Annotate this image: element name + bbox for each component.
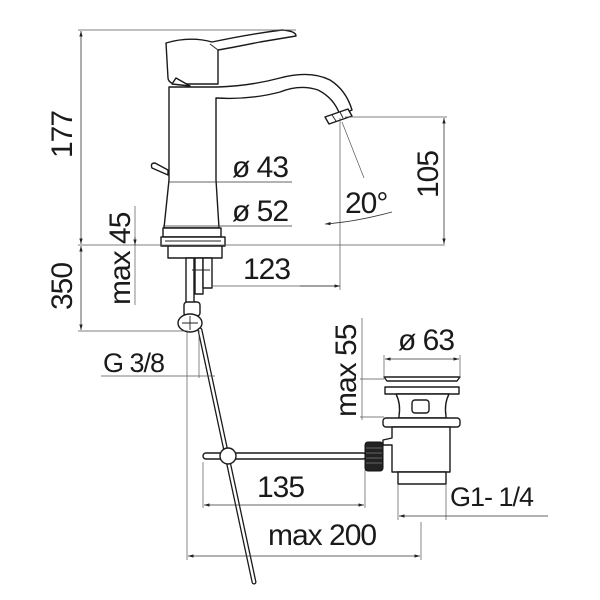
label-waste-thread: G1- 1/4: [450, 482, 534, 512]
label-max-deck-thickness: max 45: [104, 212, 137, 305]
aerator-line: [331, 114, 337, 122]
aerator: [324, 108, 353, 125]
waste-window: [411, 399, 430, 414]
popup-waste: [364, 376, 461, 485]
faucet-body-spout: [163, 73, 353, 229]
label-spout-reach: 123: [243, 253, 290, 286]
waste-body: [382, 426, 451, 473]
label-max-rod-reach: max 200: [268, 519, 376, 552]
lever-edge: [209, 43, 219, 51]
deck-nut: [167, 245, 223, 259]
waste-plug-cap: [383, 376, 461, 382]
dim-20deg-arc: [324, 211, 393, 226]
fixing-stud: [202, 257, 213, 289]
label-spout-height: 105: [412, 151, 445, 198]
label-base-diameter: ø 52: [232, 195, 288, 228]
waste-plug-disc: [384, 386, 460, 395]
aerator-line: [339, 111, 344, 119]
label-waste-diameter: ø 63: [398, 324, 454, 357]
popup-rod: [202, 447, 367, 465]
knurled-nut: [364, 441, 384, 472]
knurl-lines: [366, 447, 382, 464]
popup-knob: [150, 162, 169, 176]
waste-flange: [382, 417, 461, 428]
label-rod-length: 135: [257, 471, 304, 504]
label-body-diameter: ø 43: [232, 151, 288, 184]
waste-tail: [397, 471, 447, 485]
lever-handle: [165, 29, 297, 85]
base-ring: [162, 227, 222, 238]
label-inlet-thread: G 3/8: [103, 348, 164, 378]
connector-detail: [182, 316, 198, 330]
label-spout-angle: 20°: [345, 187, 387, 220]
handle-chamfer: [171, 77, 191, 87]
label-waste-height: max 55: [330, 324, 363, 417]
rod-clip: [219, 447, 237, 465]
label-overall-height: 177: [46, 111, 79, 158]
faucet: [150, 29, 353, 333]
fixing-stud: [194, 257, 204, 295]
label-hose-length: 350: [46, 263, 79, 310]
angle-leader: [341, 121, 365, 179]
